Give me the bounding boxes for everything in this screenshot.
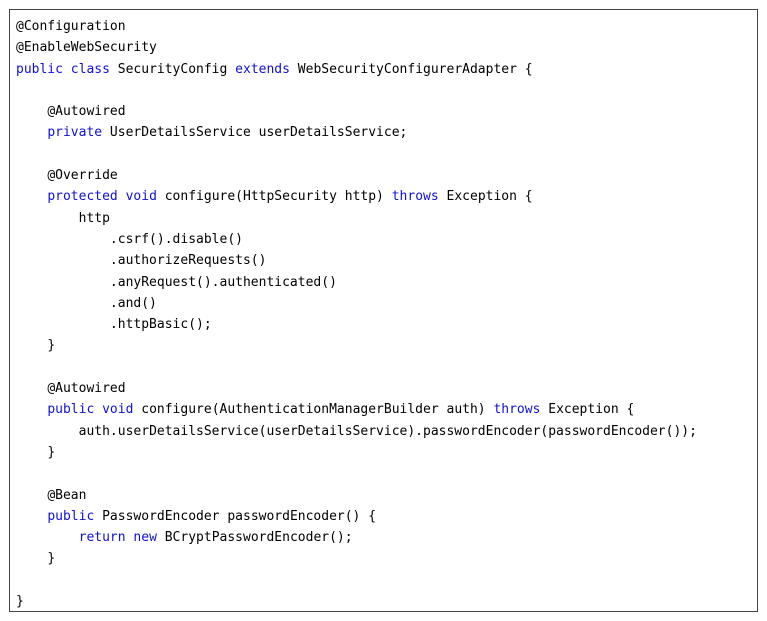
code-keyword: extends bbox=[235, 61, 290, 77]
code-token bbox=[118, 189, 126, 204]
code-line: } bbox=[16, 442, 697, 463]
code-line: } bbox=[16, 548, 697, 569]
code-token: @Override bbox=[47, 168, 118, 184]
code-token: WebSecurityConfigurerAdapter { bbox=[289, 61, 533, 77]
code-line: .authorizeRequests() bbox=[16, 250, 697, 271]
code-indent bbox=[16, 402, 47, 417]
code-line: @Autowired bbox=[16, 101, 697, 122]
code-indent bbox=[16, 104, 47, 119]
code-line: public PasswordEncoder passwordEncoder()… bbox=[16, 506, 697, 527]
code-token: configure(HttpSecurity http) bbox=[156, 189, 392, 205]
code-token: SecurityConfig bbox=[109, 61, 236, 77]
code-token: auth.userDetailsService(userDetailsServi… bbox=[78, 423, 697, 439]
code-line: auth.userDetailsService(userDetailsServi… bbox=[16, 421, 697, 442]
code-token: configure(AuthenticationManagerBuilder a… bbox=[133, 402, 494, 418]
code-line bbox=[16, 570, 697, 591]
code-line: public void configure(AuthenticationMana… bbox=[16, 399, 697, 420]
code-token: Exception { bbox=[438, 189, 533, 205]
code-line: @Autowired bbox=[16, 378, 697, 399]
code-line: protected void configure(HttpSecurity ht… bbox=[16, 186, 697, 207]
code-token: } bbox=[47, 551, 56, 567]
code-listing-frame: @Configuration @EnableWebSecurity public c… bbox=[9, 9, 758, 612]
code-indent bbox=[16, 211, 79, 226]
code-keyword: private bbox=[47, 125, 103, 141]
code-line: } bbox=[16, 335, 697, 356]
code-indent bbox=[16, 381, 47, 396]
code-keyword: new bbox=[133, 530, 157, 546]
code-indent bbox=[16, 530, 79, 545]
code-keyword: void bbox=[125, 189, 157, 205]
code-keyword: public bbox=[47, 508, 95, 524]
code-line bbox=[16, 357, 697, 378]
code-indent bbox=[16, 232, 110, 247]
code-line: .httpBasic(); bbox=[16, 314, 697, 335]
code-token: PasswordEncoder passwordEncoder() { bbox=[94, 508, 377, 524]
code-keyword: class bbox=[70, 61, 110, 77]
code-indent bbox=[16, 424, 79, 439]
code-token: .httpBasic(); bbox=[109, 317, 212, 333]
code-token: @Bean bbox=[47, 487, 87, 503]
code-keyword: return bbox=[78, 530, 126, 546]
code-indent bbox=[16, 168, 47, 183]
code-line: @Configuration bbox=[16, 16, 697, 37]
code-keyword: throws bbox=[391, 189, 439, 205]
code-line: http bbox=[16, 208, 697, 229]
code-indent bbox=[16, 275, 110, 290]
code-token: } bbox=[16, 594, 24, 610]
code-line: public class SecurityConfig extends WebS… bbox=[16, 59, 697, 80]
code-token: BCryptPasswordEncoder(); bbox=[156, 530, 353, 546]
code-token: @Configuration bbox=[16, 19, 126, 34]
code-token: .anyRequest().authenticated() bbox=[109, 274, 337, 290]
code-token: @Autowired bbox=[47, 381, 126, 397]
code-line: .csrf().disable() bbox=[16, 229, 697, 250]
code-token: .csrf().disable() bbox=[109, 231, 243, 247]
code-token: .authorizeRequests() bbox=[109, 253, 267, 269]
code-indent bbox=[16, 189, 47, 204]
code-line: } bbox=[16, 591, 697, 612]
code-listing: @Configuration @EnableWebSecurity public c… bbox=[16, 16, 697, 612]
code-token: } bbox=[47, 338, 56, 354]
code-indent bbox=[16, 488, 47, 503]
code-token: @Autowired bbox=[47, 104, 126, 120]
code-token: } bbox=[47, 444, 56, 460]
code-line: @Override bbox=[16, 165, 697, 186]
code-line bbox=[16, 80, 697, 101]
code-keyword: protected bbox=[47, 189, 118, 205]
code-indent bbox=[16, 551, 47, 566]
code-line: @EnableWebSecurity bbox=[16, 37, 697, 58]
code-token bbox=[94, 402, 102, 417]
code-indent bbox=[16, 509, 47, 524]
code-line: private UserDetailsService userDetailsSe… bbox=[16, 122, 697, 143]
code-keyword: throws bbox=[493, 402, 541, 418]
code-indent bbox=[16, 317, 110, 332]
code-keyword: void bbox=[102, 402, 134, 418]
code-line: .and() bbox=[16, 293, 697, 314]
code-indent bbox=[16, 338, 47, 353]
code-token: Exception { bbox=[540, 402, 635, 418]
code-indent bbox=[16, 445, 47, 460]
code-line bbox=[16, 144, 697, 165]
code-keyword: public bbox=[47, 402, 95, 418]
code-line: @Bean bbox=[16, 485, 697, 506]
code-token: http bbox=[78, 210, 110, 226]
code-line: return new BCryptPasswordEncoder(); bbox=[16, 527, 697, 548]
code-keyword: public bbox=[16, 61, 63, 77]
code-indent bbox=[16, 125, 47, 140]
code-token bbox=[63, 62, 71, 77]
code-indent bbox=[16, 296, 110, 311]
code-line: .anyRequest().authenticated() bbox=[16, 272, 697, 293]
code-token: UserDetailsService userDetailsService; bbox=[102, 125, 408, 141]
code-indent bbox=[16, 253, 110, 268]
code-token: @EnableWebSecurity bbox=[16, 40, 157, 56]
code-token: .and() bbox=[109, 295, 157, 311]
code-line bbox=[16, 463, 697, 484]
